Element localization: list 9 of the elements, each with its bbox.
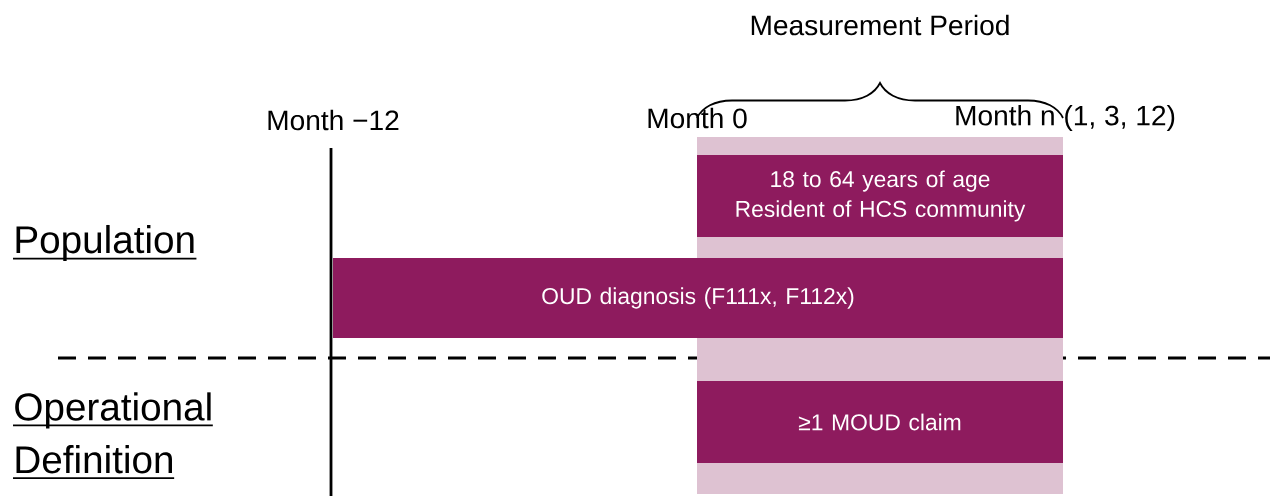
criterion-box: 18 to 64 years of age Resident of HCS community (697, 155, 1063, 237)
period-label: Measurement Period (751, 14, 1009, 36)
section-label: Population (12, 224, 198, 261)
month-label: Month n (1, 3, 12) (956, 104, 1175, 132)
month-label: Month 0 (648, 107, 747, 129)
section-label: Operational Definition (12, 392, 214, 479)
criterion-box: ≥1 MOUD claim (697, 381, 1063, 463)
month-label: Month −12 (268, 109, 399, 131)
criterion-box: OUD diagnosis (F111x, F112x) (333, 258, 1063, 338)
